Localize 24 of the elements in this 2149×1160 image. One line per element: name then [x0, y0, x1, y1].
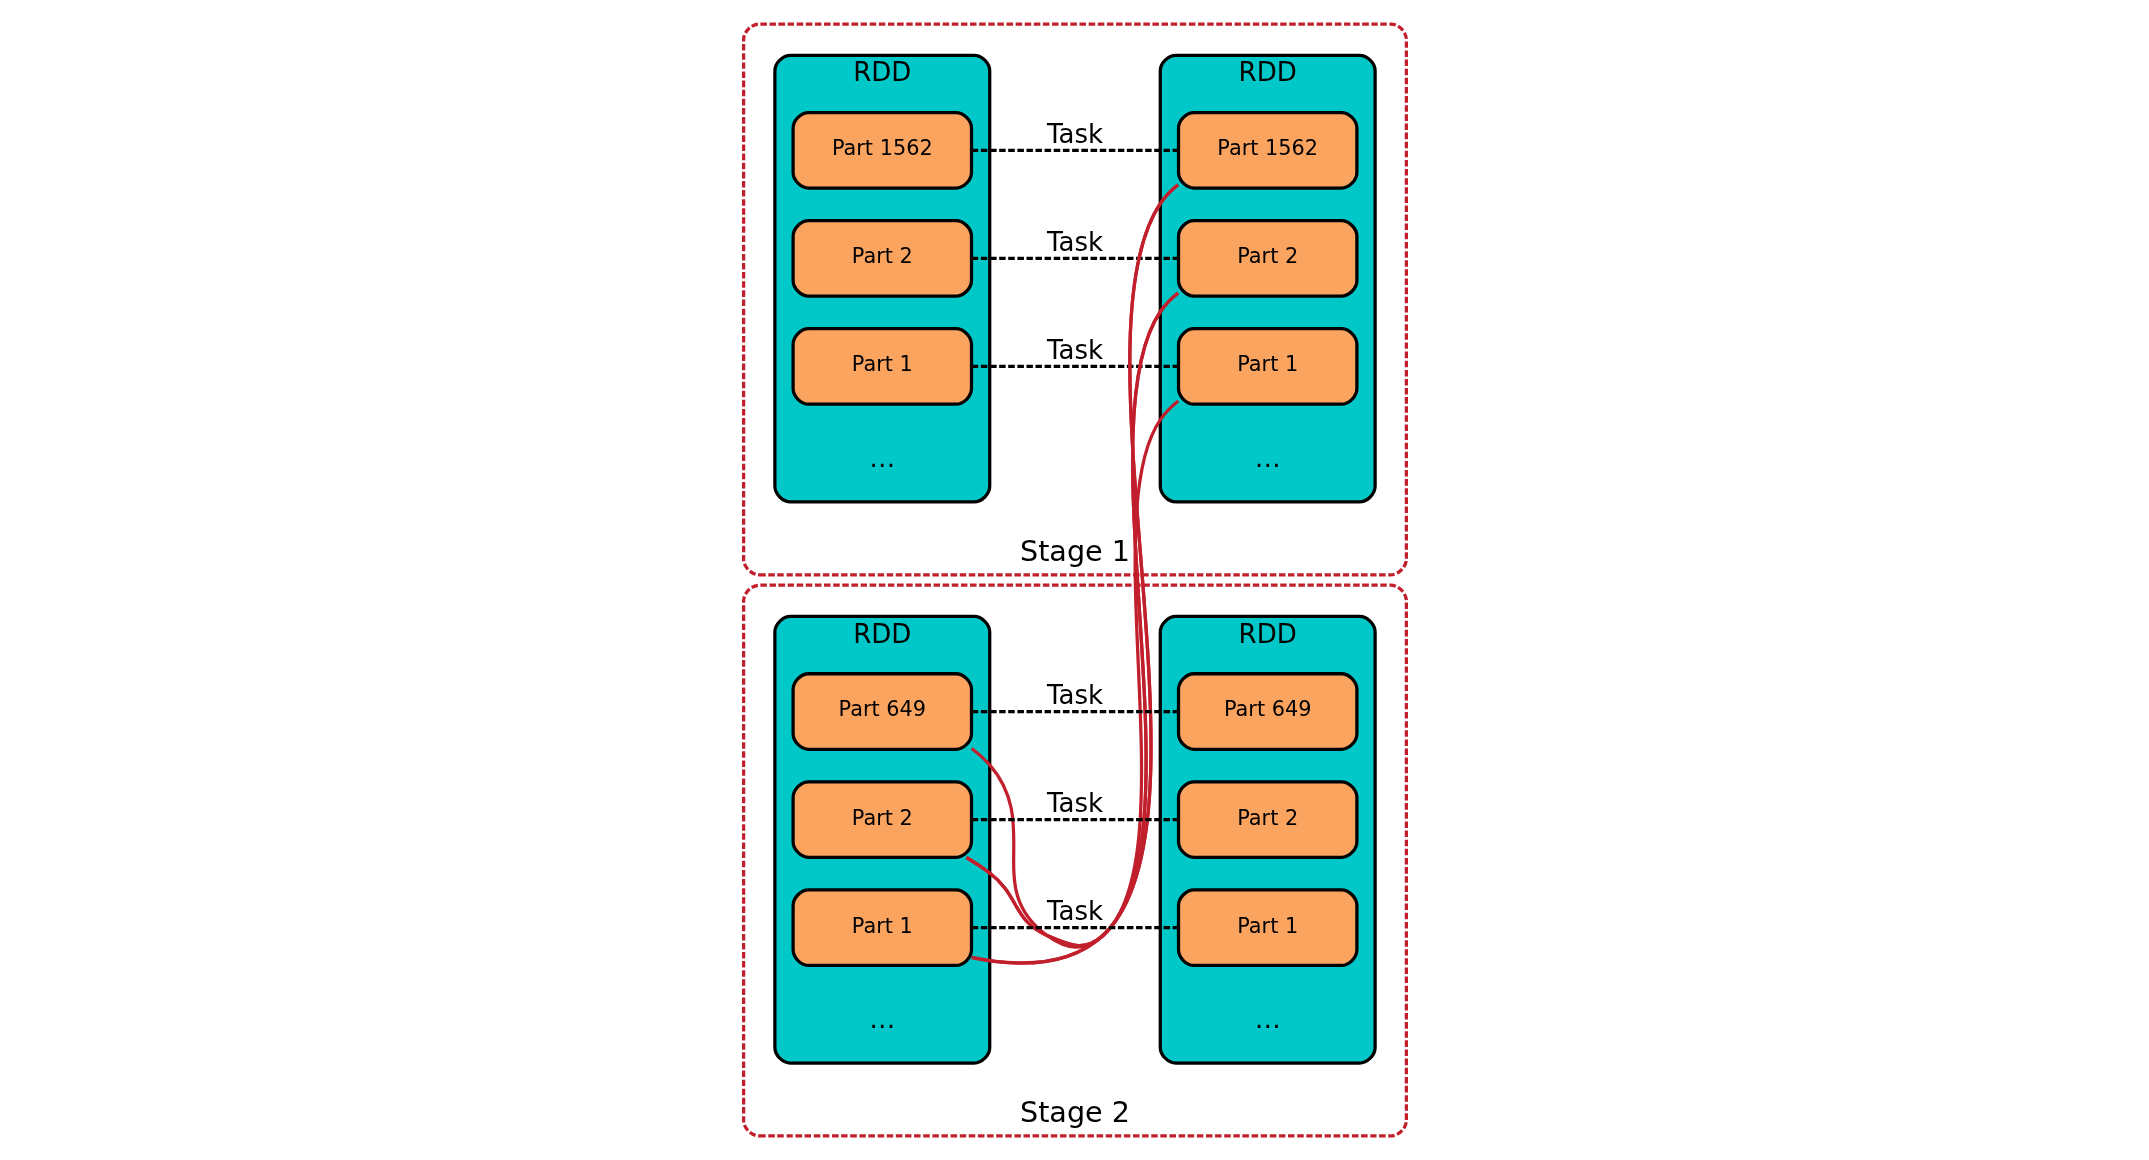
connector — [971, 817, 1178, 822]
connector — [971, 256, 1178, 260]
edge-label: Task — [1046, 787, 1103, 818]
connector — [971, 709, 1178, 714]
edge-label: Task — [1046, 118, 1103, 149]
node-box: Part 2 — [790, 780, 973, 859]
node-box: Part 1 — [790, 888, 973, 968]
node-box: Part 649 — [1176, 672, 1359, 751]
connector — [971, 364, 1178, 369]
edge-label: Task — [1046, 895, 1103, 926]
node-box: Part 2 — [1176, 780, 1359, 859]
node-box: Part 1 — [790, 327, 973, 406]
node-box: Part 1562 — [790, 110, 973, 190]
node-box: Part 1 — [1176, 888, 1359, 968]
node-box: Part 649 — [790, 672, 973, 751]
connector — [971, 148, 1178, 152]
node-box: Part 2 — [790, 219, 973, 298]
node-box: Part 1 — [1176, 327, 1359, 406]
node-box: Part 2 — [1176, 219, 1359, 298]
connector — [971, 926, 1178, 930]
edge-label: Task — [1046, 334, 1103, 365]
edge-label: Task — [1046, 226, 1103, 257]
edge-label: Task — [1046, 679, 1103, 710]
node-box: Part 1562 — [1176, 110, 1359, 190]
